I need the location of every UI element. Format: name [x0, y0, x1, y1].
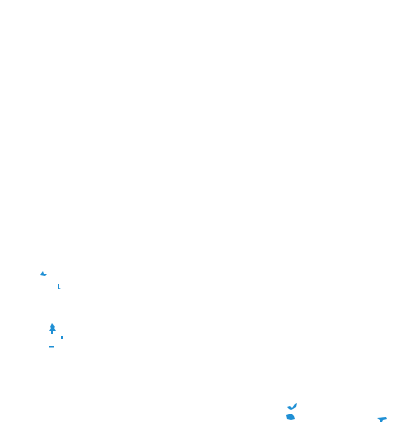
fragment-lower-right-c: [377, 417, 387, 422]
fragment-lower-right-a: [287, 403, 297, 410]
fragment-upper-left-a: [40, 271, 47, 276]
fragment-middle-left-a: [49, 323, 56, 334]
fragment-lower-right-b: [286, 414, 295, 420]
fragment-middle-left-b: [61, 336, 63, 339]
fragment-upper-left-b: [58, 284, 61, 289]
fragment-middle-left-c: [49, 346, 54, 348]
